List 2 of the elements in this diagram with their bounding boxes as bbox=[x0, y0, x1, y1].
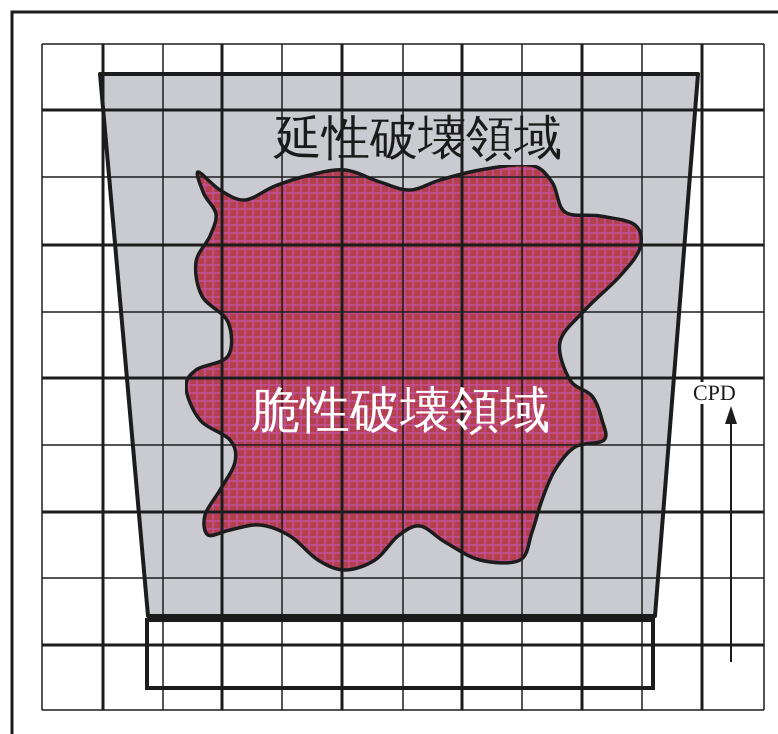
axis-label: CPD bbox=[693, 382, 736, 404]
specimen-outline bbox=[145, 618, 655, 690]
